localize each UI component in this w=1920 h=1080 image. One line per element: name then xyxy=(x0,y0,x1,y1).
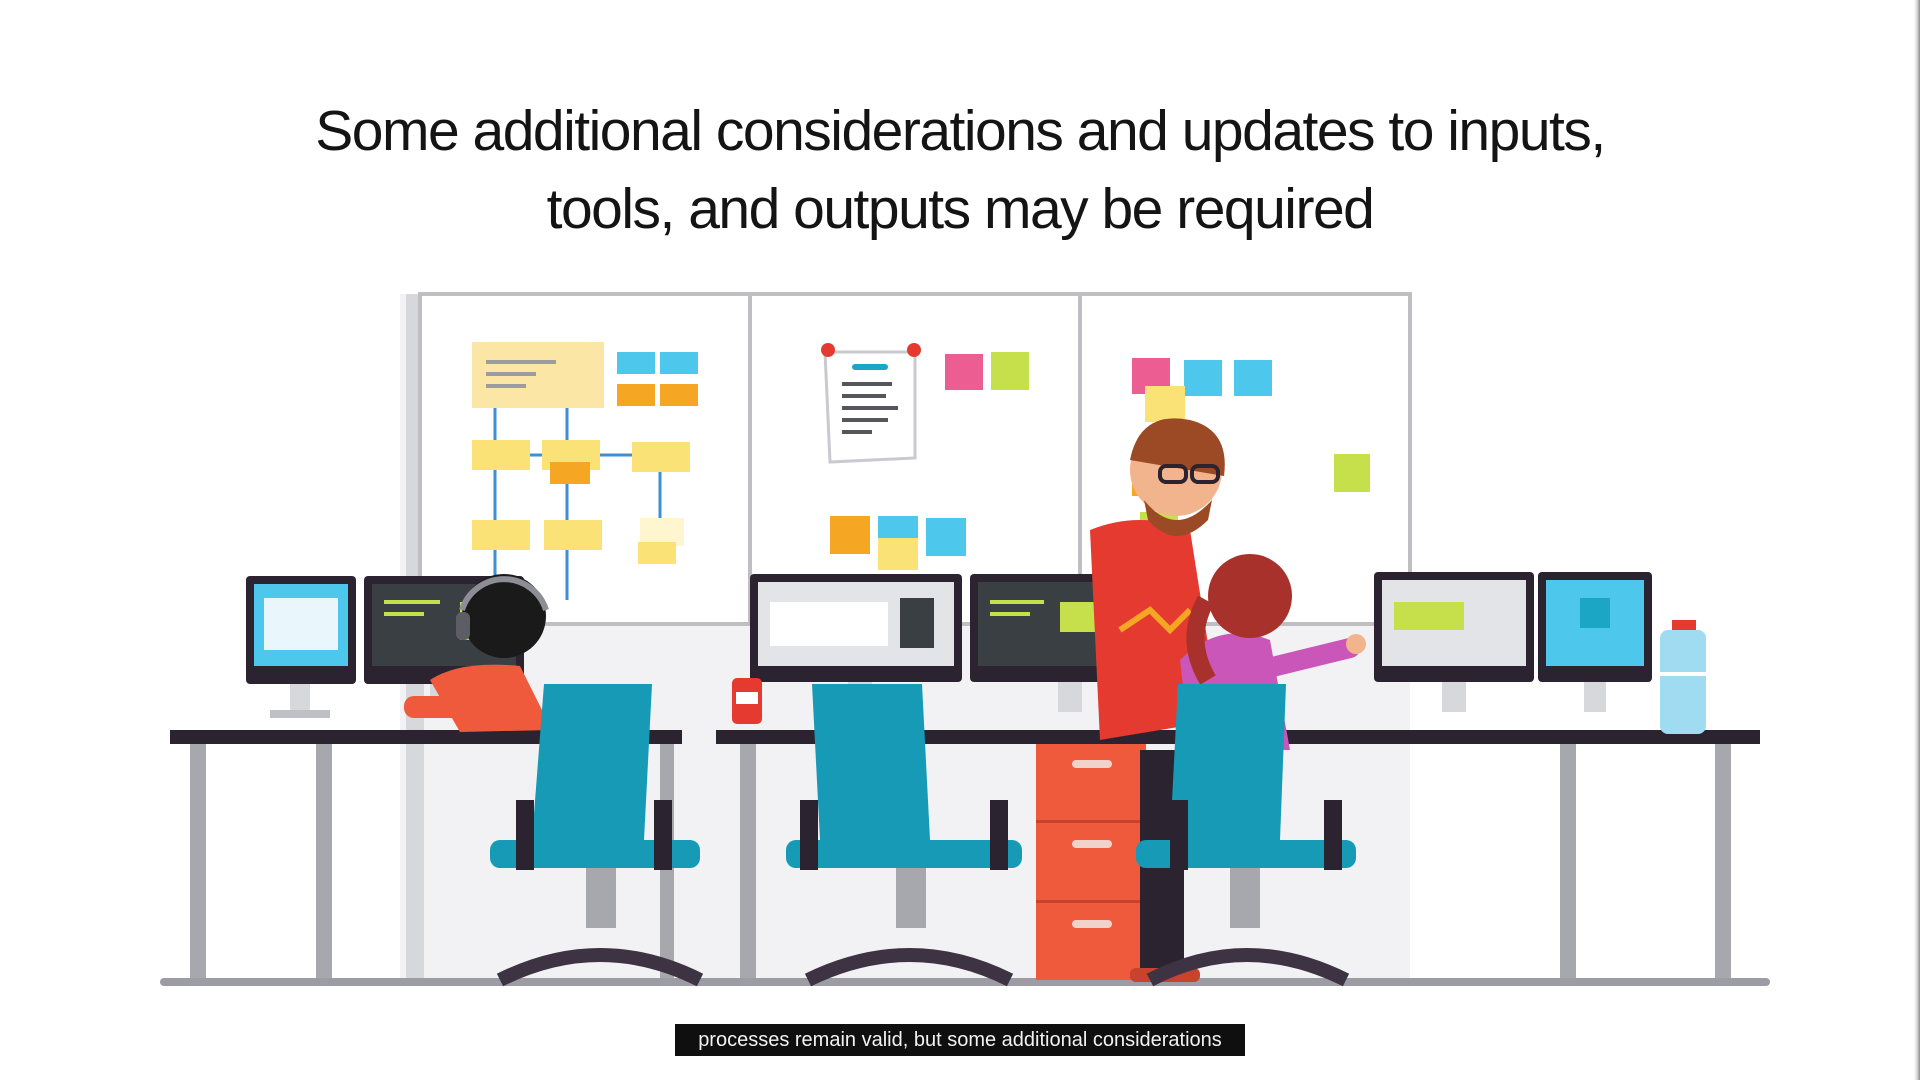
video-caption: processes remain valid, but some additio… xyxy=(675,1024,1245,1056)
monitor-1 xyxy=(246,576,356,718)
office-chair-2 xyxy=(786,684,1022,987)
slide-title-line-1: Some additional considerations and updat… xyxy=(315,99,1606,163)
soda-can xyxy=(732,678,762,724)
monitor-5 xyxy=(1374,572,1534,712)
slide-title: Some additional considerations and updat… xyxy=(260,92,1660,248)
slide-title-line-2: tools, and outputs may be required xyxy=(546,177,1375,241)
window-edge xyxy=(1914,0,1920,1080)
monitor-3 xyxy=(750,574,962,712)
water-bottle xyxy=(1660,620,1706,734)
team-illustration xyxy=(160,292,1770,987)
office-chair-1 xyxy=(490,684,704,987)
office-chair-3 xyxy=(1136,684,1356,987)
notes-board xyxy=(821,343,1029,570)
monitor-6 xyxy=(1538,572,1652,712)
developer-with-headphones xyxy=(404,574,552,732)
flowchart-board xyxy=(472,342,698,600)
